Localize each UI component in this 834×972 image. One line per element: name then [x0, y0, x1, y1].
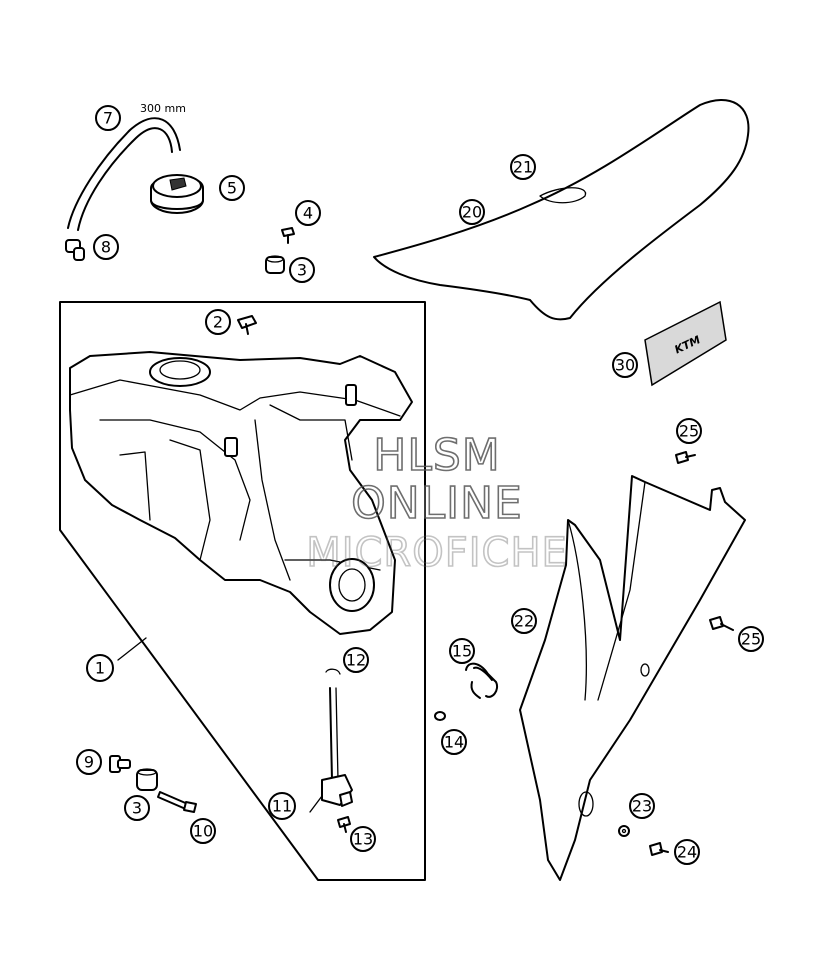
fuel-tap: [309, 668, 353, 813]
callout-5[interactable]: 5: [219, 175, 245, 201]
callout-30[interactable]: 30: [612, 352, 638, 378]
svg-text:23: 23: [632, 797, 652, 816]
svg-text:22: 22: [514, 612, 534, 631]
screw-4: [281, 227, 295, 244]
callout-12[interactable]: 12: [343, 647, 369, 673]
svg-text:13: 13: [353, 830, 373, 849]
svg-text:5: 5: [227, 179, 237, 198]
washer-23: [618, 825, 630, 837]
callout-20[interactable]: 20: [459, 199, 485, 225]
callout-10[interactable]: 10: [190, 818, 216, 844]
fuel-tank: [69, 351, 413, 635]
watermark-line-2: ONLINE: [351, 478, 523, 529]
screw-24: [649, 842, 669, 856]
elbow-fitting: [65, 239, 85, 261]
svg-text:15: 15: [452, 642, 472, 661]
svg-text:12: 12: [346, 651, 366, 670]
callout-14[interactable]: 14: [441, 729, 467, 755]
svg-text:9: 9: [84, 753, 94, 772]
svg-text:3: 3: [297, 261, 307, 280]
svg-text:4: 4: [303, 204, 313, 223]
svg-text:3: 3: [132, 799, 142, 818]
hose-length-label: 300 mm: [140, 102, 186, 115]
callout-21[interactable]: 21: [510, 154, 536, 180]
callout-3-upper[interactable]: 3: [289, 257, 315, 283]
callout-22[interactable]: 22: [511, 608, 537, 634]
screw-2: [237, 315, 257, 335]
rubber-bushing-3-lower: [136, 768, 158, 791]
callout-9[interactable]: 9: [76, 749, 102, 775]
callout-25-right[interactable]: 25: [738, 626, 764, 652]
callout-7[interactable]: 7: [95, 105, 121, 131]
callout-25-upper[interactable]: 25: [676, 418, 702, 444]
svg-text:21: 21: [513, 158, 533, 177]
clip-14: [434, 711, 446, 721]
watermark: HLSM ONLINE MICROFICHE: [305, 429, 568, 577]
side-spoiler: [519, 475, 746, 881]
svg-text:20: 20: [462, 203, 482, 222]
rubber-bushing-3-upper: [265, 255, 285, 274]
svg-text:30: 30: [615, 356, 635, 375]
tank-group-frame: [59, 301, 426, 881]
callout-3-lower[interactable]: 3: [124, 795, 150, 821]
callout-2[interactable]: 2: [205, 309, 231, 335]
svg-text:11: 11: [272, 797, 292, 816]
screw-13: [337, 816, 351, 833]
seat: [373, 99, 750, 321]
svg-text:25: 25: [679, 422, 699, 441]
callout-11[interactable]: 11: [268, 792, 296, 820]
callout-23[interactable]: 23: [629, 793, 655, 819]
screw-25-upper: [675, 451, 696, 464]
watermark-line-1: HLSM: [373, 430, 501, 481]
callout-4[interactable]: 4: [295, 200, 321, 226]
screw-10: [157, 791, 197, 813]
screw-25-right: [709, 616, 734, 631]
ktm-decal: KTM: [644, 300, 727, 387]
svg-text:10: 10: [193, 822, 213, 841]
svg-text:24: 24: [677, 843, 697, 862]
callout-8[interactable]: 8: [93, 234, 119, 260]
hose-15: [465, 662, 498, 699]
collar-screw-9: [109, 755, 131, 773]
callout-13[interactable]: 13: [350, 826, 376, 852]
svg-text:25: 25: [741, 630, 761, 649]
svg-text:1: 1: [95, 659, 105, 678]
callout-24[interactable]: 24: [674, 839, 700, 865]
svg-text:8: 8: [101, 238, 111, 257]
svg-text:14: 14: [444, 733, 464, 752]
callout-15[interactable]: 15: [449, 638, 475, 664]
watermark-line-3: MICROFICHE: [306, 530, 568, 576]
svg-text:7: 7: [103, 109, 113, 128]
breather-hose: [67, 117, 181, 231]
callout-1[interactable]: 1: [86, 654, 114, 682]
fuel-cap: [150, 174, 204, 214]
svg-text:2: 2: [213, 313, 223, 332]
